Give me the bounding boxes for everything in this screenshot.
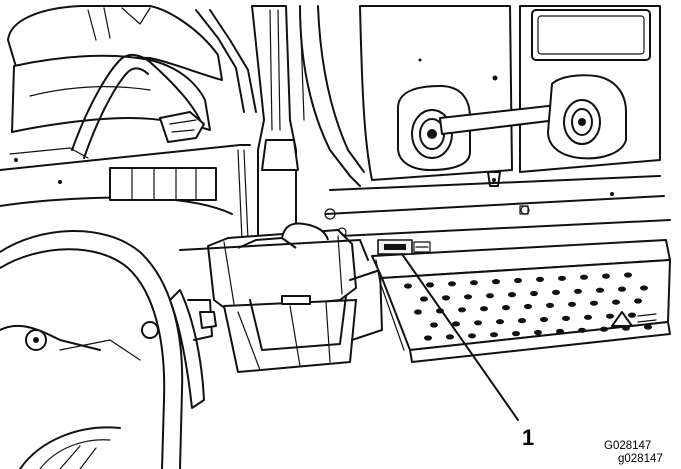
callout-leader-line <box>401 253 519 421</box>
perforation-hole <box>464 294 472 300</box>
vent-grille <box>109 167 217 201</box>
body-panel <box>0 144 251 241</box>
figure-code: G028147 <box>604 440 652 452</box>
perforation-hole <box>612 299 620 305</box>
perforation-hole <box>458 307 466 313</box>
perforation-hole <box>628 312 636 318</box>
box-latch <box>281 295 311 305</box>
perforation-hole <box>568 301 576 307</box>
perforation-hole <box>426 282 434 288</box>
perforation-hole <box>508 292 516 298</box>
lower-chassis <box>0 239 383 361</box>
control-box <box>207 222 357 373</box>
warning-triangle-icon <box>611 311 633 327</box>
perforation-hole <box>574 288 582 294</box>
perforation-hole <box>540 316 548 323</box>
perforation-hole <box>490 332 498 338</box>
perforation-hole <box>602 273 610 279</box>
perforation-hole <box>600 326 608 332</box>
perforation-hole <box>430 322 438 328</box>
tail-light <box>531 9 651 61</box>
perforation-hole <box>486 293 494 299</box>
perforation-hole <box>590 300 598 306</box>
perforation-hole <box>404 283 412 289</box>
perforation-hole <box>558 275 566 281</box>
perforation-hole <box>584 314 592 320</box>
step-plate <box>371 239 671 363</box>
callout-number: 1 <box>522 425 535 450</box>
perforation-hole <box>442 295 450 301</box>
perforation-hole <box>578 327 586 333</box>
perforation-hole <box>474 320 482 326</box>
perforation-hole <box>424 335 432 341</box>
perforation-hole <box>420 296 428 302</box>
perforation-hole <box>534 329 542 336</box>
roll-bar-post <box>251 5 305 241</box>
perforation-hole <box>480 306 488 312</box>
step-perforations <box>404 272 652 341</box>
perforation-hole <box>644 324 652 330</box>
perforation-hole <box>596 287 604 293</box>
perforation-hole <box>518 318 526 324</box>
perforation-hole <box>546 302 554 308</box>
perforation-hole <box>514 277 522 284</box>
perforation-hole <box>446 334 454 340</box>
perforation-hole <box>624 272 632 278</box>
seat <box>7 5 257 159</box>
perforation-hole <box>640 285 648 291</box>
perforation-hole <box>606 313 614 319</box>
perforation-hole <box>536 276 544 282</box>
perforation-hole <box>452 321 460 327</box>
perforation-hole <box>552 289 560 295</box>
perforation-hole <box>414 309 422 315</box>
perforation-hole <box>556 328 564 334</box>
perforation-hole <box>524 303 532 310</box>
perforation-hole <box>580 274 588 280</box>
perforation-hole <box>468 333 476 339</box>
fender <box>0 230 205 469</box>
perforation-hole <box>530 290 538 297</box>
perforation-hole <box>634 298 642 304</box>
frame-rail <box>324 175 671 237</box>
perforation-hole <box>470 280 478 286</box>
perforation-hole <box>512 331 520 337</box>
perforation-hole <box>496 319 504 325</box>
perforation-hole <box>448 281 456 287</box>
decal <box>377 239 431 255</box>
perforation-hole <box>502 305 510 311</box>
perforation-hole <box>618 286 626 292</box>
perforation-hole <box>562 315 570 321</box>
perforation-hole <box>492 279 500 285</box>
figure-code-secondary: g028147 <box>618 453 663 465</box>
